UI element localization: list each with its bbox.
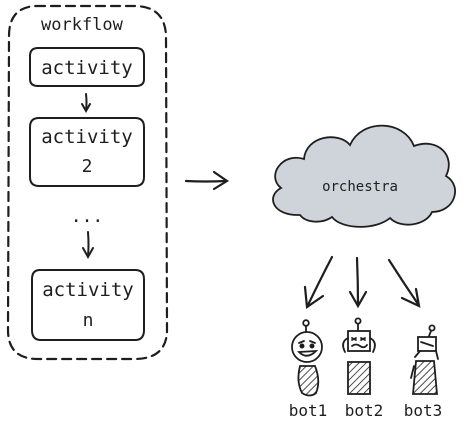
workflow-label: workflow <box>41 15 124 35</box>
bot2-robot-icon <box>342 317 376 395</box>
bot3-robot-icon <box>410 324 439 395</box>
workflow-container <box>6 4 169 361</box>
activity-2-number: 2 <box>82 156 93 177</box>
bot1-robot-icon <box>291 319 323 397</box>
orchestra-to-bot1-arrow <box>303 255 334 309</box>
activity-n-number: n <box>83 310 94 331</box>
orchestra-to-bot2-arrow <box>348 256 368 309</box>
bot1-label: bot1 <box>289 401 328 420</box>
activity-box-2 <box>29 117 145 187</box>
orchestra-to-bot3-arrow <box>387 258 421 308</box>
activity-2-label: activity <box>41 126 133 148</box>
bot2-label: bot2 <box>345 401 384 420</box>
activity-ellipsis: ... <box>71 206 104 227</box>
flow-arrow-2 <box>82 231 94 260</box>
bot3-label: bot3 <box>404 401 443 420</box>
activity-n-label: activity <box>42 279 134 301</box>
orchestra-label: orchestra <box>322 179 398 195</box>
workflow-to-orchestra-arrow <box>184 170 230 191</box>
activity-box-1 <box>29 47 145 87</box>
activity-box-n <box>31 269 145 341</box>
activity-1-label: activity <box>41 57 133 79</box>
orchestra-cloud <box>272 124 456 228</box>
flow-arrow-1 <box>81 93 91 114</box>
